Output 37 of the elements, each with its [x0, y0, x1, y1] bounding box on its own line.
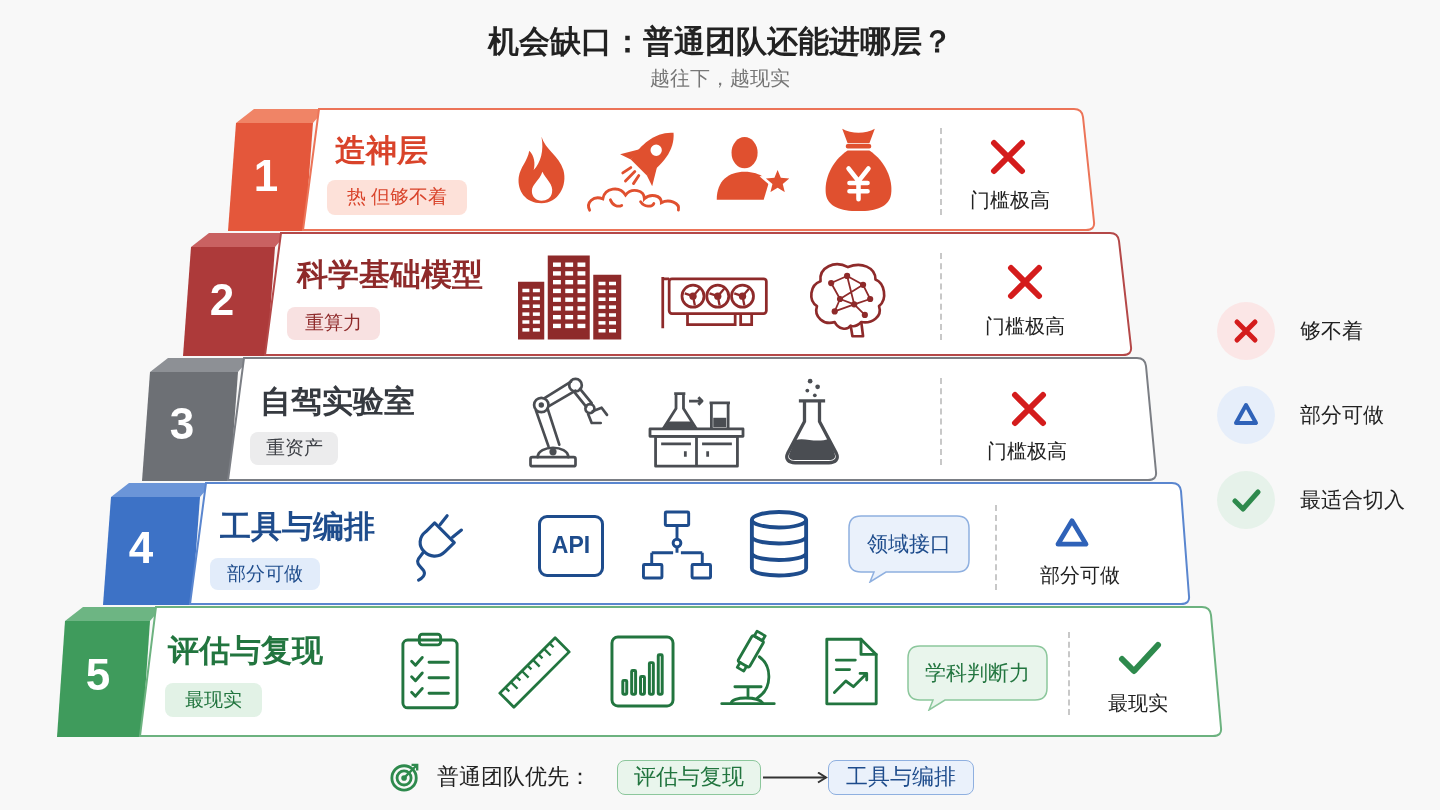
status-text: 门槛极高: [987, 439, 1067, 463]
tag-pill: 热 但够不着: [327, 180, 467, 215]
title: 机会缺口：普通团队还能进哪层？: [487, 24, 953, 60]
tag-pill: 重算力: [287, 307, 380, 340]
layer-band: [183, 231, 1134, 356]
tag-pill: 部分可做: [210, 558, 320, 590]
step-number: 2: [209, 274, 235, 326]
legend-text: 够不着: [1300, 318, 1363, 344]
step-number: 1: [253, 150, 279, 202]
speech-bubble: 学科判断力: [907, 645, 1048, 711]
status-text: 部分可做: [1040, 563, 1120, 587]
step-number: 3: [169, 398, 195, 450]
layer-band: [103, 481, 1192, 605]
status-text: 门槛极高: [985, 314, 1065, 338]
legend-text: 最适合切入: [1300, 487, 1405, 513]
tag-pill: 重资产: [250, 432, 338, 465]
api-box: API: [538, 515, 604, 577]
layer-band: [228, 107, 1097, 231]
arrow: [762, 771, 827, 784]
subtitle: 越往下，越现实: [650, 66, 790, 90]
layer-title: 科学基础模型: [297, 257, 483, 293]
legend-text: 部分可做: [1300, 402, 1384, 428]
layer-band: [142, 356, 1159, 481]
layer-title: 造神层: [335, 133, 428, 169]
step-number: 4: [128, 522, 154, 574]
layer-band: [57, 605, 1224, 737]
layer-title: 评估与复现: [168, 633, 323, 669]
tag-pill: 最现实: [165, 683, 262, 717]
priority-label: 普通团队优先：: [437, 764, 591, 790]
step-number: 5: [85, 649, 111, 701]
layer-title: 自驾实验室: [260, 384, 415, 420]
priority-pill: 评估与复现: [617, 760, 761, 795]
priority-pill: 工具与编排: [828, 760, 974, 795]
status-text: 门槛极高: [970, 188, 1050, 212]
layer-title: 工具与编排: [220, 509, 375, 545]
status-text: 最现实: [1108, 691, 1168, 715]
speech-bubble: 领域接口: [848, 515, 970, 583]
